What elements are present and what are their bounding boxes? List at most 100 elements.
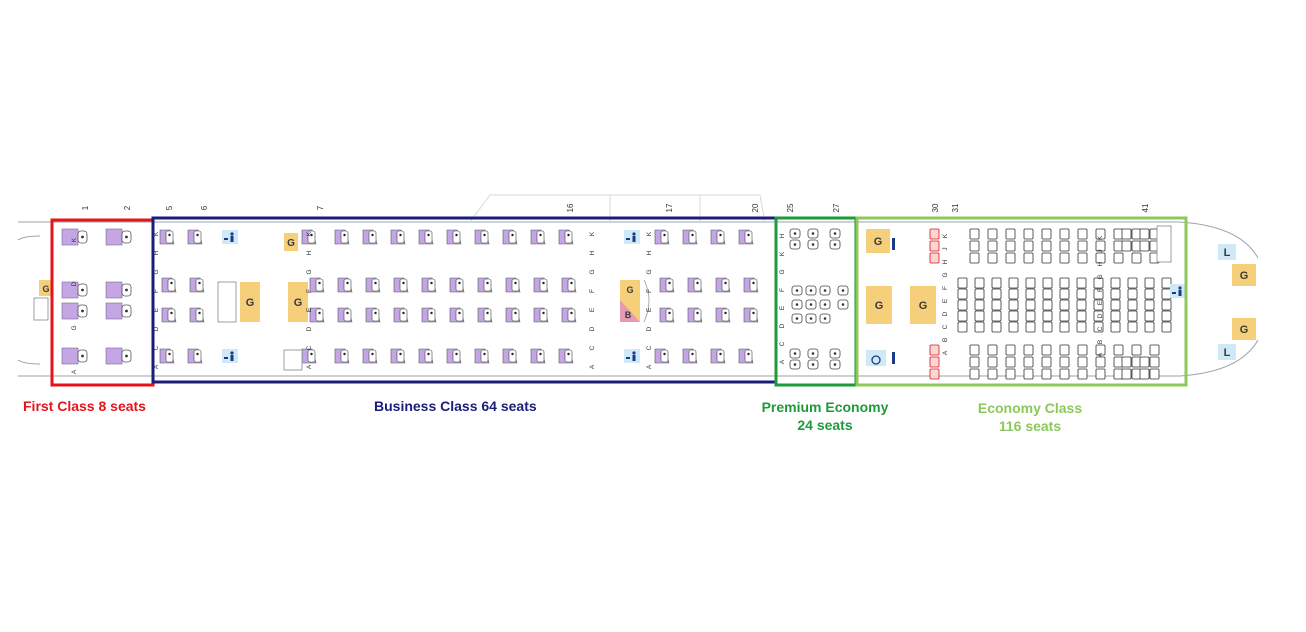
seat-cushion: [1059, 368, 1070, 380]
seat-cushion: [368, 230, 377, 244]
seat-cushion: [957, 299, 968, 311]
business-seat: [390, 229, 406, 245]
seat-letter: B: [942, 338, 949, 342]
seat-letter: G: [646, 269, 653, 274]
lavatory: L: [1218, 244, 1236, 260]
lavatory-head: [632, 351, 636, 355]
seat-cushion: [987, 368, 998, 380]
seat-cushion: [1008, 310, 1019, 322]
business-seat: [682, 229, 698, 245]
premium-seat: [789, 239, 801, 250]
seat-cushion: [1059, 299, 1070, 311]
seat-cushion: [688, 230, 697, 244]
seat-cushion: [396, 230, 405, 244]
seat-cushion: [480, 349, 489, 363]
economy-class-box: [855, 216, 1188, 387]
economy-seat: [1161, 321, 1172, 333]
first-class-suite: [105, 347, 132, 365]
galley: G: [240, 282, 260, 322]
business-seat: [449, 277, 465, 293]
economy-seat: [974, 321, 985, 333]
seat-cushion: [399, 278, 408, 292]
seat-letter: K: [306, 231, 313, 236]
suite-shell: [61, 302, 79, 320]
seat-cushion: [1095, 344, 1106, 356]
seat-dot: [811, 243, 815, 246]
row-number: 30: [931, 203, 940, 212]
seat-dot: [427, 352, 430, 356]
economy-seat: [1023, 356, 1034, 368]
economy-seat: [1041, 368, 1052, 380]
galley-box: [866, 229, 890, 253]
business-seat: [337, 277, 353, 293]
economy-seat: [991, 299, 1002, 311]
business-seat: [738, 229, 754, 245]
galley-label: G: [294, 297, 303, 309]
fuselage-top-line: [18, 221, 1259, 259]
seat-dot: [809, 289, 813, 292]
economy-seat: [1059, 288, 1070, 300]
wheelchair-bg: [866, 350, 886, 366]
seat-cushion: [424, 230, 433, 244]
seat-cushion: [1005, 228, 1016, 240]
seat-dot: [539, 233, 542, 237]
lavatory-icon: [624, 349, 640, 363]
galley-label: G: [874, 236, 883, 248]
economy-seat: [1059, 252, 1070, 264]
seat-cushion: [167, 308, 176, 322]
seat-dot: [691, 352, 694, 356]
seat-letter: A: [306, 364, 313, 369]
lavatory-head: [1178, 286, 1182, 290]
economy-seat: [1042, 288, 1053, 300]
seat-cushion: [991, 299, 1002, 311]
seat-cushion: [1077, 252, 1088, 264]
economy-seat: [969, 240, 980, 252]
seat-cushion: [721, 308, 730, 322]
seat-letter: C: [942, 324, 949, 329]
bassinet-wedge: [620, 300, 640, 322]
business-seat: [505, 307, 521, 323]
seat-cushion: [1059, 228, 1070, 240]
row-number: 31: [951, 203, 960, 212]
economy-seat: [1077, 344, 1088, 356]
economy-seat: [1077, 228, 1088, 240]
seat-dot: [483, 233, 486, 237]
seat-cushion: [1023, 252, 1034, 264]
lavatory-icon: [1170, 284, 1186, 298]
economy-seat: [1139, 228, 1150, 240]
economy-seat: [1025, 288, 1036, 300]
economy-seat: [1077, 252, 1088, 264]
suite-dot: [125, 235, 128, 239]
lavatory-head: [632, 232, 636, 236]
business-seat: [365, 277, 381, 293]
business-seat: [558, 229, 574, 245]
seat-cushion: [1041, 344, 1052, 356]
seat-letter: F: [942, 286, 949, 290]
economy-seat: [1144, 277, 1155, 289]
seat-cushion: [1023, 228, 1034, 240]
economy-seat: [1042, 310, 1053, 322]
seat-letter: D: [646, 326, 653, 331]
seat-cushion: [193, 230, 202, 244]
galley-box: [240, 282, 260, 322]
seat-cushion: [1127, 288, 1138, 300]
premium-seat: [837, 299, 849, 310]
lavatory-body: [632, 355, 636, 361]
seat-letter: C: [153, 345, 160, 350]
seat-letter: F: [646, 289, 653, 293]
bassinet-galley-label: G: [626, 285, 633, 295]
first-class-caption: First Class 8 seats: [23, 398, 146, 414]
seat-cushion: [749, 308, 758, 322]
seat-cushion: [307, 230, 316, 244]
lavatory-label: L: [1224, 247, 1231, 259]
galley: G: [284, 233, 298, 251]
economy-seat: [1127, 299, 1138, 311]
economy-seat: [1059, 240, 1070, 252]
seat-cushion: [315, 308, 324, 322]
lavatory-body: [1178, 290, 1182, 296]
seat-dot: [724, 281, 727, 285]
economy-seat: [1041, 344, 1052, 356]
wheelchair-icon: [866, 350, 886, 366]
business-seat: [558, 348, 574, 364]
